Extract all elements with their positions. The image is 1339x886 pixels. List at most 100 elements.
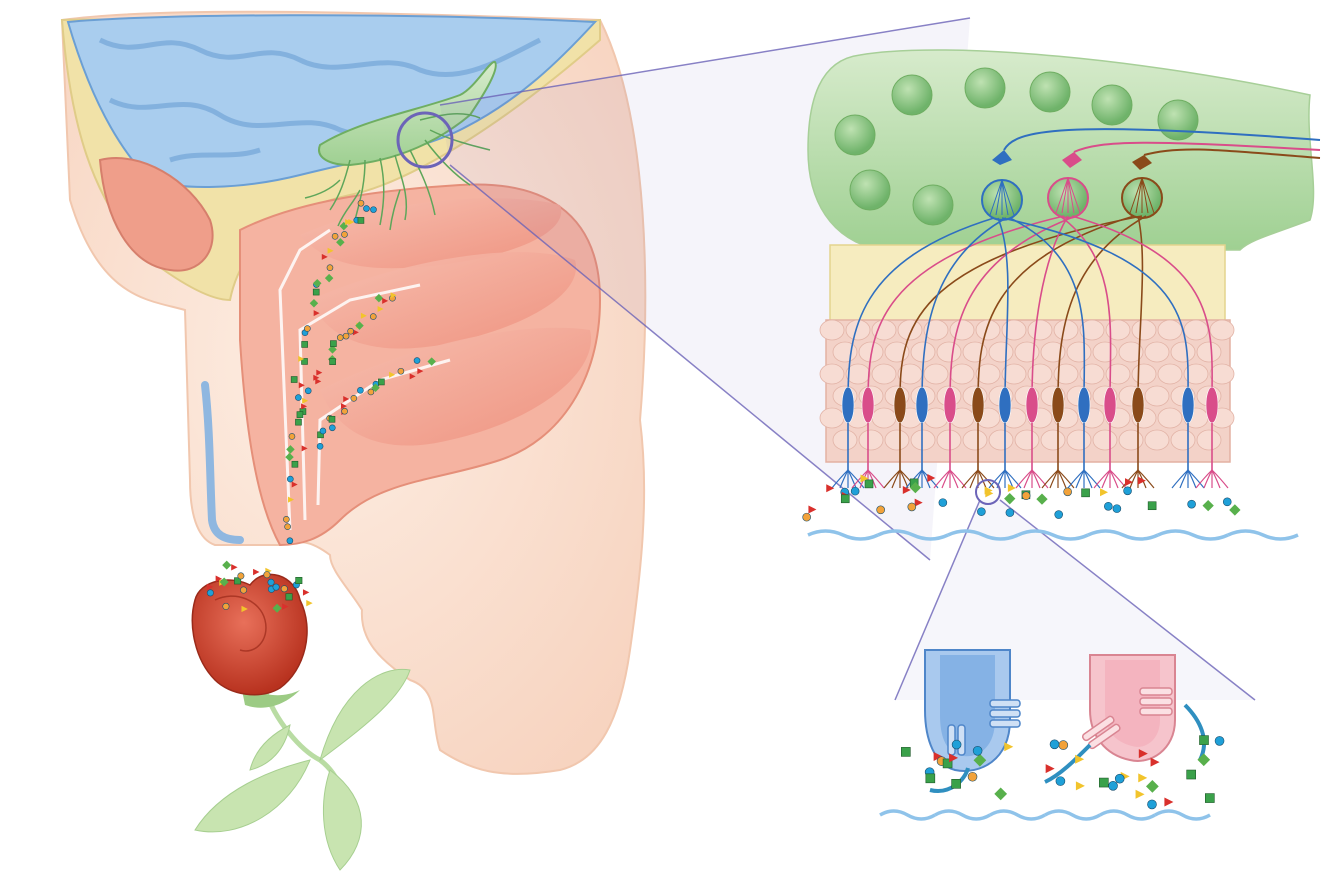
odorant-molecule-yellow-triangle [1004,742,1013,751]
receptor-neuron-body [842,387,854,423]
odorant-molecule-blue-circle [287,538,293,544]
odorant-molecule-blue-circle [1109,781,1118,790]
odorant-molecule-blue-circle [295,395,301,401]
odorant-molecule-green-diamond [1036,493,1047,504]
glomerulus [892,75,932,115]
supporting-cell [937,430,961,450]
odorant-molecule-blue-circle [329,425,335,431]
odorant-molecule-orange-circle [223,603,229,609]
receptor-neuron-body [1132,387,1144,423]
odorant-molecule-red-triangle [826,484,834,492]
supporting-cell [820,320,844,340]
odorant-molecule-orange-circle [1022,492,1030,500]
rose-leaf [320,669,410,760]
cilium [950,470,958,488]
odorant-molecule-orange-circle [358,200,364,206]
mucus-wave-detail [1045,811,1100,819]
odorant-molecule-green-square [295,419,301,425]
cilium [1212,470,1228,488]
supporting-cell [1158,364,1182,384]
supporting-cell [1158,320,1182,340]
odorant-molecule-red-triangle [303,589,309,595]
odorant-molecule-orange-circle [337,335,343,341]
odorant-molecule-orange-circle [398,368,404,374]
odorant-molecule-red-triangle [231,564,237,570]
odorant-molecule-green-diamond [1203,500,1214,511]
odorant-molecule-green-square [330,359,336,365]
odorant-molecule-orange-circle [240,587,246,593]
odorant-molecule-blue-circle [357,387,363,393]
supporting-cell [1132,320,1156,340]
odorant-molecule-orange-circle [283,516,289,522]
mucus-wave-detail [1100,811,1155,819]
supporting-cell [820,408,844,428]
receptor-neuron-body [1182,387,1194,423]
supporting-cell [898,320,922,340]
odorant-molecule-orange-circle [1064,488,1072,496]
odorant-molecule-green-square [1148,502,1156,510]
mucus-wave [1088,531,1158,539]
cilium [1058,470,1066,488]
cilium [962,470,978,488]
mucus-wave-detail [880,811,935,819]
receptor-neuron-body [862,387,874,423]
odorant-molecule-orange-circle [327,265,333,271]
supporting-cell [872,408,896,428]
odorant-molecule-blue-circle [268,579,274,585]
odorant-molecule-orange-circle [281,586,287,592]
odorant-molecule-green-square [926,774,935,783]
supporting-cell [1145,386,1169,406]
odorant-molecule-blue-circle [1055,511,1063,519]
odorant-molecule-green-square [291,377,297,383]
glomerulus [1030,72,1070,112]
odorant-molecule-red-triangle [1046,764,1055,773]
cilium [1130,470,1138,488]
rose-leaf [323,770,361,870]
odorant-molecule-blue-circle [273,584,279,590]
odorant-molecule-green-square [952,779,961,788]
supporting-cell [1041,430,1065,450]
supporting-cell [1015,430,1039,450]
odorant-molecule-yellow-triangle [1100,488,1108,496]
supporting-cell [989,342,1013,362]
supporting-cell [963,342,987,362]
mucus-wave-detail [1155,811,1210,819]
cilium [1024,470,1032,488]
odorant-molecule-blue-circle [370,207,376,213]
cilium [1076,470,1084,488]
supporting-cell [1145,342,1169,362]
cilium [1050,470,1058,488]
supporting-cell [1132,364,1156,384]
odorant-molecule-green-square [1099,778,1108,787]
cilium [1122,470,1138,488]
receptor-neuron-body [1078,387,1090,423]
odorant-molecule-blue-circle [1104,502,1112,510]
cilium [1172,470,1188,488]
cilium [1188,470,1204,488]
mucus-wave [1228,531,1298,539]
supporting-cell [989,430,1013,450]
odorant-molecule-green-square [297,412,303,418]
supporting-cell [1197,342,1221,362]
supporting-cell [1093,342,1117,362]
supporting-cell [1197,430,1221,450]
odorant-molecule-blue-circle [1215,736,1224,745]
odorant-molecule-green-square [378,379,384,385]
odorant-molecule-orange-circle [908,503,916,511]
odorant-molecule-green-square [313,289,319,295]
odorant-molecule-green-diamond [1004,493,1015,504]
cilium [1102,470,1110,488]
glomerulus [965,68,1005,108]
supporting-cell [1119,430,1143,450]
receptor-neuron-body [1026,387,1038,423]
odorant-molecule-orange-circle [1059,741,1068,750]
odorant-molecule-blue-circle [1113,505,1121,513]
receptor-neuron-body [894,387,906,423]
odorant-molecule-blue-circle [1223,498,1231,506]
odorant-molecule-yellow-triangle [1136,790,1145,799]
receptor-neuron-body [944,387,956,423]
glomerulus [835,115,875,155]
odorant-molecule-blue-circle [207,590,213,596]
odorant-molecule-orange-circle [264,571,270,577]
receptor-neuron-body [999,387,1011,423]
